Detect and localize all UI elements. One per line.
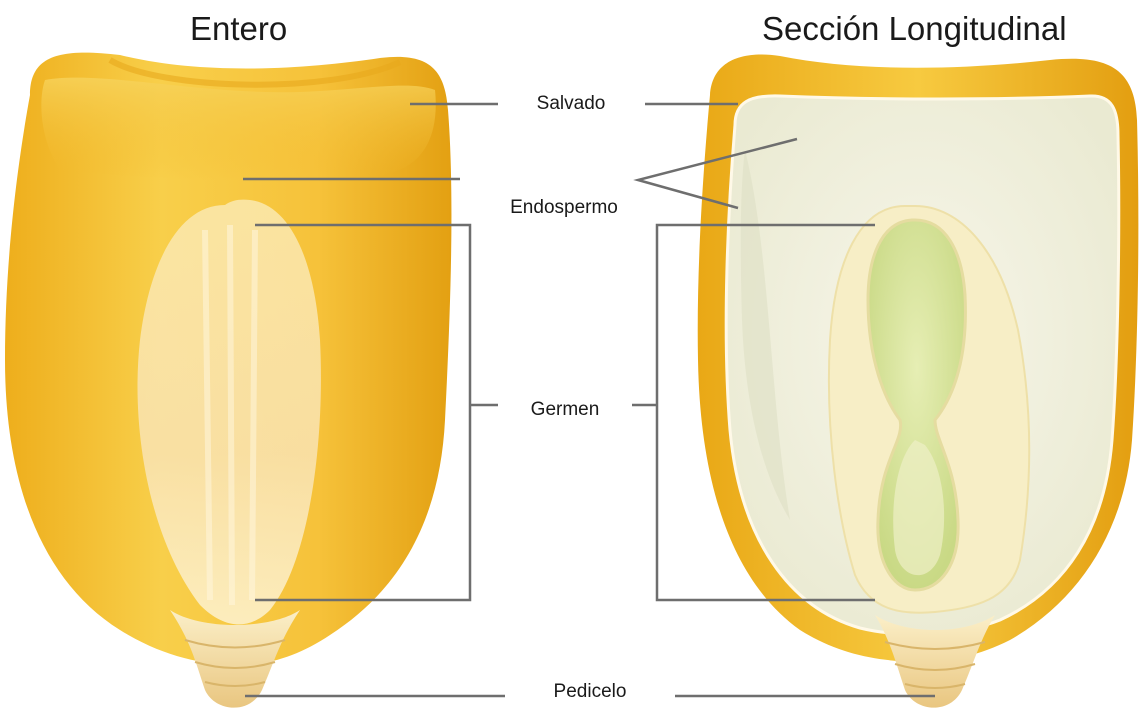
- section-kernel: [698, 55, 1139, 708]
- endosperm-label: Endospermo: [510, 197, 618, 219]
- whole-kernel-top-sheen: [41, 78, 435, 181]
- section-kernel-title: Sección Longitudinal: [762, 10, 1067, 48]
- bran-label: Salvado: [537, 93, 606, 115]
- whole-kernel: [5, 53, 451, 708]
- pedicel-label: Pedicelo: [554, 681, 627, 703]
- whole-kernel-title: Entero: [190, 10, 287, 48]
- germ-label: Germen: [531, 399, 600, 421]
